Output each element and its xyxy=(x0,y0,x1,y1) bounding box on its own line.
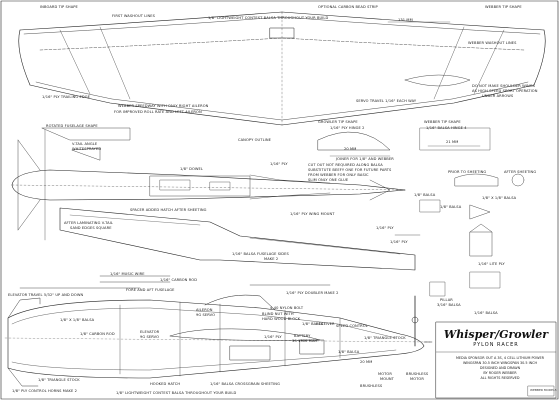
label-brushless-2: BRUSHLESS xyxy=(360,384,383,388)
label-balsa-fuse-sides: 1/16" BALSA FUSELAGE SIDES xyxy=(232,252,289,256)
label-balsa-hinge: 1/16" BALSA HINGE 4 xyxy=(426,126,467,130)
label-sport-note2: UNDER ARROWS xyxy=(482,94,514,98)
title-notes: MEDIA SPONSOR OUT A 3S, 4 CELL LITHIUM P… xyxy=(448,356,552,381)
label-spacer-hatch: SPACER ADDED HATCH AFTER SHEETING xyxy=(130,208,207,212)
label-after-lamination: AFTER LAMINATING V-TAIL xyxy=(64,221,113,225)
label-ply-2: 1/16" PLY xyxy=(376,226,394,230)
wing-planform xyxy=(18,11,546,126)
label-ply: 1/16" PLY xyxy=(270,162,288,166)
fuselage-side-sheet xyxy=(59,207,416,271)
label-rudder-note: 1/8" PLY CONTROL HORNS MAKE 2 xyxy=(12,389,77,393)
label-cutaway-4: SLIM ONLY ONE GLUE xyxy=(308,178,349,182)
label-dim-top: 131 MM xyxy=(398,18,413,22)
label-motor-mount: MOUNT xyxy=(380,377,394,381)
label-dowel: 1/8" DOWEL xyxy=(180,167,204,171)
label-elevator-servo: ELEVATOR xyxy=(140,330,160,334)
label-rotated-shape: ROTATED FUSELAGE SHAPE xyxy=(46,124,98,128)
label-vtail-2: WHITESPRAYED xyxy=(72,147,102,151)
title-note-3: DESIGNED AND DRAWN xyxy=(479,366,521,370)
label-pillar-2: 3/16" BALSA xyxy=(437,303,461,307)
label-servo-2: 9G SERVO xyxy=(196,313,216,317)
label-ply-4: 1/16" PLY xyxy=(264,335,282,339)
label-servo-note: SERVO TRAVEL 1/16" EACH WAY xyxy=(356,99,417,103)
label-inboard-tip-shape: INBOARD TIP SHAPE xyxy=(40,5,78,9)
label-carbon-2: 1/8" CARBON ROD xyxy=(80,332,115,336)
label-speed-control: SPEED CONTROL xyxy=(336,324,368,328)
label-bottom-balsa: 1/8" BALSA xyxy=(338,350,360,354)
label-canopy: CANOPY OUTLINE xyxy=(238,138,271,142)
label-cutaway-3: FROM WEBBER FOR ONLY BASIC xyxy=(308,173,369,177)
label-aileron-note-1: WEBBER SPEEDWAY WITH ONLY RIGHT AILERON xyxy=(118,104,209,108)
label-carbon-rod: 1/16" CARBON ROD xyxy=(160,278,198,282)
label-prior-sheeting: PRIOR TO SHEETING xyxy=(448,170,487,174)
label-cutaway-1: CUT OUT NOT REQUIRED ALONG BALSA xyxy=(308,163,383,167)
label-first-washout-lines: FIRST WASHOUT LINES xyxy=(112,14,156,18)
label-elevator-servo-2: 9G SERVO xyxy=(140,335,160,339)
part-details xyxy=(19,74,525,347)
webber-models-logo: WEBBER MODELS xyxy=(530,388,557,392)
label-balsa-xy: 1/8" X 1/8" BALSA xyxy=(482,196,517,200)
label-balsa-1: 1/8" BALSA xyxy=(440,205,462,209)
label-hard-wood: HARD WOOD BLOCK xyxy=(262,317,301,321)
label-triangle-stock-2: 1/8" TRIANGLE STOCK xyxy=(38,378,80,382)
label-motor: MOTOR xyxy=(378,372,392,376)
label-nylon-bolt: 4-40 NYLON BOLT xyxy=(270,306,304,310)
label-spar-note-2: 1/8" LIGHTWEIGHT CONTEST BALSA THROUGHOU… xyxy=(116,391,237,395)
label-cutaway-2: SUBSTITUTE BEEFY ONE FOR FUTURE PARTS xyxy=(308,168,392,172)
label-aileron-note-2: FOR IMPROVED ROLL RATE AND LEFT AILERON xyxy=(114,110,202,114)
label-webber-tip-2: WEBBER TIP SHAPE xyxy=(424,120,461,124)
label-sand-edges: SAND EDGES SQUARE xyxy=(70,226,112,230)
label-dim-right: 21 MM xyxy=(446,140,459,144)
label-dim-mid: 20 MM xyxy=(344,147,357,151)
label-battery: BATTERY xyxy=(294,334,311,338)
label-dim-bottom: 20 MM xyxy=(360,360,373,364)
label-brushless: BRUSHLESS xyxy=(406,372,429,376)
label-balsa-leading: 1/8" BALSA xyxy=(302,322,324,326)
label-motor-2: MOTOR xyxy=(410,377,424,381)
label-webber-washout: WEBBER WASHOUT LINES xyxy=(468,41,517,45)
label-fore-and-aft: FORE AND AFT FUSELAGE xyxy=(126,288,175,292)
label-joiner: JOINER FOR 1/8" AND WEBBER xyxy=(336,157,394,161)
label-elevator-travel: ELEVATOR TRAVEL 5/32" UP AND DOWN xyxy=(8,293,84,297)
label-balsa-sq: 1/8" X 1/8" BALSA xyxy=(60,318,95,322)
label-ply-doubler: 1/16" PLY DOUBLER MAKE 2 xyxy=(286,291,339,295)
plan-title: Whisper/Growler xyxy=(443,328,549,341)
label-blind-nut: BLIND NUT WITH xyxy=(262,312,294,316)
fuselage-top-view xyxy=(11,129,406,241)
label-growler-ply: 1/16" PLY HINGE 2 xyxy=(330,126,365,130)
label-aileron: AILERON xyxy=(196,308,213,312)
label-shoulder-wings: DO NOT MAKE SHOULDER WINGS xyxy=(472,84,536,88)
label-ply-wing-mount: 1/16" PLY WING MOUNT xyxy=(290,212,335,216)
label-battery-2: 3S 1300 MAH xyxy=(292,339,318,343)
label-webber-tip-shape: WEBBER TIP SHAPE xyxy=(485,5,522,9)
label-make-2: MAKE 2 xyxy=(264,257,279,261)
label-triangle-stock: 1/8" TRIANGLE STOCK xyxy=(364,336,406,340)
label-sport-note: AS HIGH SPEED SPORT OPERATION xyxy=(472,89,538,93)
label-balsa-crossgrain: 1/16" BALSA CROSSGRAIN SHEETING xyxy=(210,382,280,386)
label-growler-tip: GROWLER TIP SHAPE xyxy=(318,120,358,124)
title-note-1: MEDIA SPONSOR OUT A 3S, 4 CELL LITHIUM P… xyxy=(455,356,545,360)
label-trailing-edge: 1/16" PLY TRAILING EDGE xyxy=(42,95,91,99)
label-lite-ply: 1/16" LITE PLY xyxy=(478,262,505,266)
label-after-sheeting: AFTER SHEETING xyxy=(504,170,537,174)
label-music-wire: 1/16" MUSIC WIRE xyxy=(110,272,145,276)
label-ply-3: 1/16" PLY xyxy=(390,240,408,244)
label-balsa-beam: 1/16" BALSA xyxy=(474,311,498,315)
label-hatch: HOOKED HATCH xyxy=(150,382,181,386)
label-optional-carbon: OPTIONAL CARBON BEAD STRIP xyxy=(318,5,378,9)
title-note-5: ALL RIGHTS RESERVED xyxy=(480,376,520,380)
plan-subtitle: PYLON RACER xyxy=(473,342,519,348)
fuselage-side-view xyxy=(4,294,433,387)
label-spar-note: 1/8" LIGHTWEIGHT CONTEST BALSA THROUGHOU… xyxy=(208,16,329,20)
label-vtail-1: V-TAIL ANGLE xyxy=(72,142,98,146)
label-pillar: PILLAR xyxy=(440,298,453,302)
title-note-2: WINGSPAN 30.5 INCH WINGSPAN 30.5 INCH xyxy=(462,361,538,365)
label-receiver: RECEIVER xyxy=(316,322,335,326)
label-balsa-18: 1/8" BALSA xyxy=(414,193,436,197)
title-block-frame xyxy=(435,321,557,399)
title-note-4: BY ROGER WEBBER xyxy=(483,371,517,375)
